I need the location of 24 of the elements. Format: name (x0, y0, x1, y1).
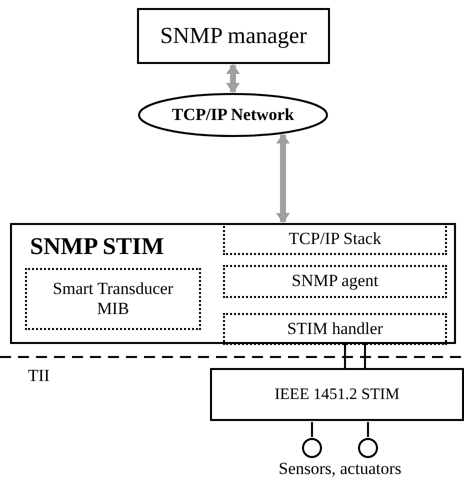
module-box (25, 268, 201, 330)
connector (344, 342, 366, 370)
connector (367, 422, 369, 437)
module-box (223, 265, 447, 298)
box-label: SNMP agent (292, 271, 378, 292)
module-box (223, 313, 447, 345)
double-arrow (278, 134, 288, 223)
network-label: TCP/IP Network (172, 104, 294, 126)
transducer-box (210, 368, 464, 421)
module-box (223, 223, 447, 255)
stim-box (10, 223, 456, 344)
sensor-circle (302, 438, 322, 458)
sensor-circle (358, 438, 378, 458)
heading: SNMP STIM (30, 233, 164, 262)
caption-label: Sensors, actuators (278, 459, 402, 479)
box-label: TCP/IP Stack (288, 228, 382, 250)
box-label: SNMP manager (160, 22, 307, 50)
double-arrow (228, 64, 238, 93)
manager-box (137, 8, 330, 64)
box-label: Smart Transducer MIB (52, 278, 174, 320)
connector (311, 422, 313, 437)
box-label: IEEE 1451.2 STIM (274, 384, 400, 404)
box-label: STIM handler (287, 318, 383, 340)
interface-label: TII (28, 366, 51, 386)
